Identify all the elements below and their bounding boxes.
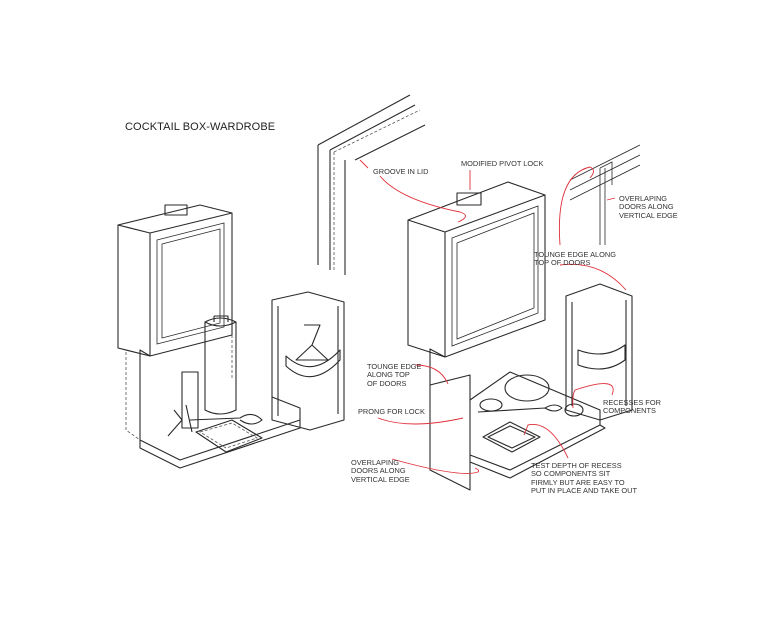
label-line: TOUNGE EDGE ALONG [534, 250, 616, 259]
label-line: VERTICAL EDGE [619, 210, 678, 220]
annotation-arrows [359, 159, 627, 474]
label-line: RECESSES FOR [603, 398, 661, 407]
lid-groove-detail [317, 94, 426, 275]
label-line: DOORS ALONG [619, 202, 674, 212]
label-line: SO COMPONENTS SIT [531, 469, 611, 479]
label-line: COMPONENTS [603, 406, 656, 416]
label-recesses: RECESSES FOR COMPONENTS [603, 398, 661, 416]
label-test-depth: TEST DEPTH OF RECESS SO COMPONENTS SIT F… [531, 461, 637, 496]
label-line: OF DOORS [367, 378, 407, 388]
label-tongue-left: TOUNGE EDGE ALONG TOP OF DOORS [367, 362, 422, 388]
label-overlapping-top: OVERLAPING DOORS ALONG VERTICAL EDGE [619, 194, 678, 220]
label-line: TOUNGE EDGE [367, 362, 422, 371]
label-line: VERTICAL EDGE [351, 474, 410, 484]
left-cocktail-box [117, 204, 345, 469]
label-groove-in-lid: GROOVE IN LID [373, 167, 429, 176]
diagram-title: COCKTAIL BOX-WARDROBE [125, 121, 276, 133]
label-line: TOP OF DOORS [534, 258, 591, 268]
label-line: OVERLAPING [351, 458, 400, 467]
label-overlapping-left: OVERLAPING DOORS ALONG VERTICAL EDGE [351, 458, 410, 484]
label-line: FIRMLY BUT ARE EASY TO [531, 477, 625, 487]
label-prong-for-lock: PRONG FOR LOCK [358, 407, 425, 416]
overlap-edge-detail [569, 144, 641, 245]
label-modified-pivot-lock: MODIFIED PIVOT LOCK [461, 159, 544, 168]
label-line: TEST DEPTH OF RECESS [531, 461, 622, 470]
label-line: ALONG TOP [367, 370, 410, 380]
label-line: DOORS ALONG [351, 466, 406, 476]
label-line: OVERLAPING [619, 194, 668, 203]
right-cocktail-box [407, 181, 633, 491]
label-tongue-top: TOUNGE EDGE ALONG TOP OF DOORS [534, 250, 616, 268]
label-line: PUT IN PLACE AND TAKE OUT [531, 486, 637, 496]
